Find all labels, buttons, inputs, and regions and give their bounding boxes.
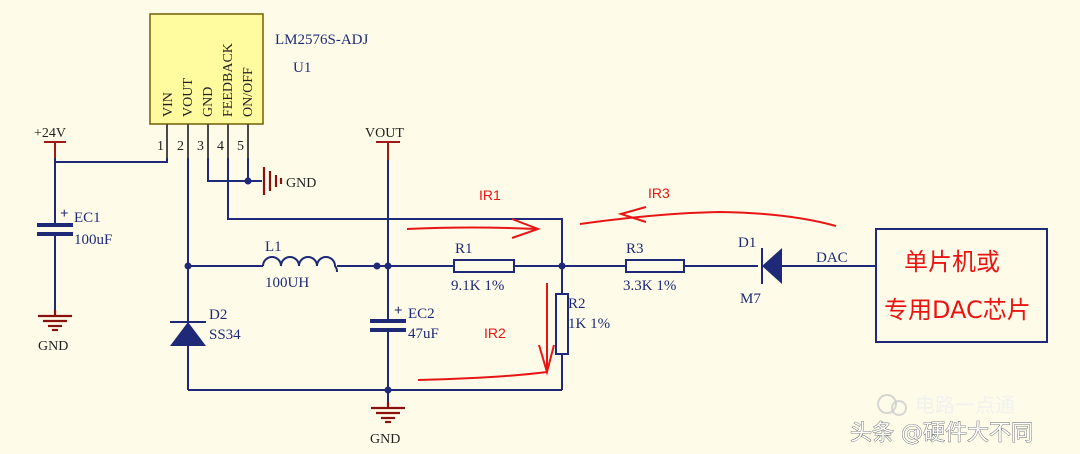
mcu-dac-label-line2: 专用DAC芯片 bbox=[884, 296, 1031, 324]
inductor-l1 bbox=[262, 256, 338, 273]
ic-pins bbox=[166, 124, 249, 158]
feedback-wire bbox=[227, 158, 563, 266]
ic-u1[interactable]: VIN VOUT GND FEEDBACK ON/OFF bbox=[149, 13, 264, 125]
pin-number-2: 2 bbox=[177, 139, 184, 154]
ic-pin-label-vout: VOUT bbox=[181, 78, 196, 117]
resistor-r2 bbox=[555, 293, 569, 355]
ic-pin-label-vin: VIN bbox=[161, 92, 176, 117]
d1-value: M7 bbox=[740, 291, 761, 307]
junction-dot bbox=[244, 177, 252, 185]
ir3-arrow bbox=[579, 206, 837, 227]
ir1-arrow bbox=[406, 218, 541, 239]
mcu-dac-label-line1: 单片机或 bbox=[904, 248, 1000, 276]
ec1-value: 100uF bbox=[74, 232, 112, 248]
ec2-plus-mark: + bbox=[394, 303, 403, 319]
vin-power-port bbox=[44, 141, 66, 158]
ground-symbol-ec1 bbox=[38, 310, 72, 332]
l1-value: 100UH bbox=[265, 275, 309, 291]
ir2-label: IR2 bbox=[484, 325, 506, 341]
vout-power-port bbox=[376, 141, 400, 160]
resistor-r3 bbox=[625, 259, 685, 273]
junction-dot bbox=[373, 262, 381, 270]
ic-pin-label-onoff: ON/OFF bbox=[241, 67, 256, 117]
vout-label: VOUT bbox=[365, 126, 404, 141]
ir2-arrow bbox=[417, 283, 555, 381]
ground-label-ic: GND bbox=[286, 176, 316, 191]
ec2-ref: EC2 bbox=[408, 306, 435, 322]
diode-d2 bbox=[170, 321, 206, 390]
ir3-label: IR3 bbox=[648, 185, 670, 201]
r3-value: 3.3K 1% bbox=[623, 278, 676, 294]
ir1-label: IR1 bbox=[479, 187, 501, 203]
pin-number-5: 5 bbox=[237, 139, 244, 154]
ic-part-number: LM2576S-ADJ bbox=[275, 32, 369, 48]
ec1-ref: EC1 bbox=[74, 210, 101, 226]
r2-value: 1K 1% bbox=[568, 316, 610, 332]
vin-wire bbox=[54, 158, 168, 163]
vin-label: +24V bbox=[34, 126, 66, 141]
pin-number-4: 4 bbox=[217, 139, 224, 154]
diode-d1 bbox=[761, 248, 782, 284]
ground-label-ec1: GND bbox=[38, 339, 68, 354]
ic-body bbox=[149, 13, 264, 125]
ground-symbol-ic bbox=[262, 167, 283, 195]
r3-ref: R3 bbox=[626, 241, 644, 257]
ec1-plus-mark: + bbox=[60, 206, 69, 222]
ic-pin-label-feedback: FEEDBACK bbox=[221, 43, 236, 117]
ground-label-output: GND bbox=[370, 432, 400, 447]
watermark-author: 头条 @硬件大不同 bbox=[850, 421, 1033, 446]
resistor-r1 bbox=[453, 259, 515, 273]
r2-ref: R2 bbox=[568, 296, 586, 312]
ground-symbol-output bbox=[371, 402, 405, 424]
watermark-logo bbox=[877, 394, 907, 416]
ic-designator: U1 bbox=[293, 60, 311, 76]
capacitor-ec1 bbox=[37, 223, 73, 310]
r1-ref: R1 bbox=[455, 241, 473, 257]
d2-ref: D2 bbox=[209, 307, 227, 323]
l1-ref: L1 bbox=[265, 239, 282, 255]
pin-number-1: 1 bbox=[157, 139, 164, 154]
mcu-dac-block bbox=[875, 228, 1048, 343]
dac-net-label: DAC bbox=[816, 250, 848, 266]
d1-ref: D1 bbox=[738, 235, 756, 251]
watermark-circuit: 电路一点通 bbox=[915, 393, 1015, 417]
pin-number-3: 3 bbox=[197, 139, 204, 154]
junction-dot bbox=[384, 386, 392, 394]
d2-value: SS34 bbox=[209, 327, 241, 343]
ec2-value: 47uF bbox=[408, 326, 439, 342]
r1-value: 9.1K 1% bbox=[451, 278, 504, 294]
ic-pin-label-gnd: GND bbox=[201, 87, 216, 117]
